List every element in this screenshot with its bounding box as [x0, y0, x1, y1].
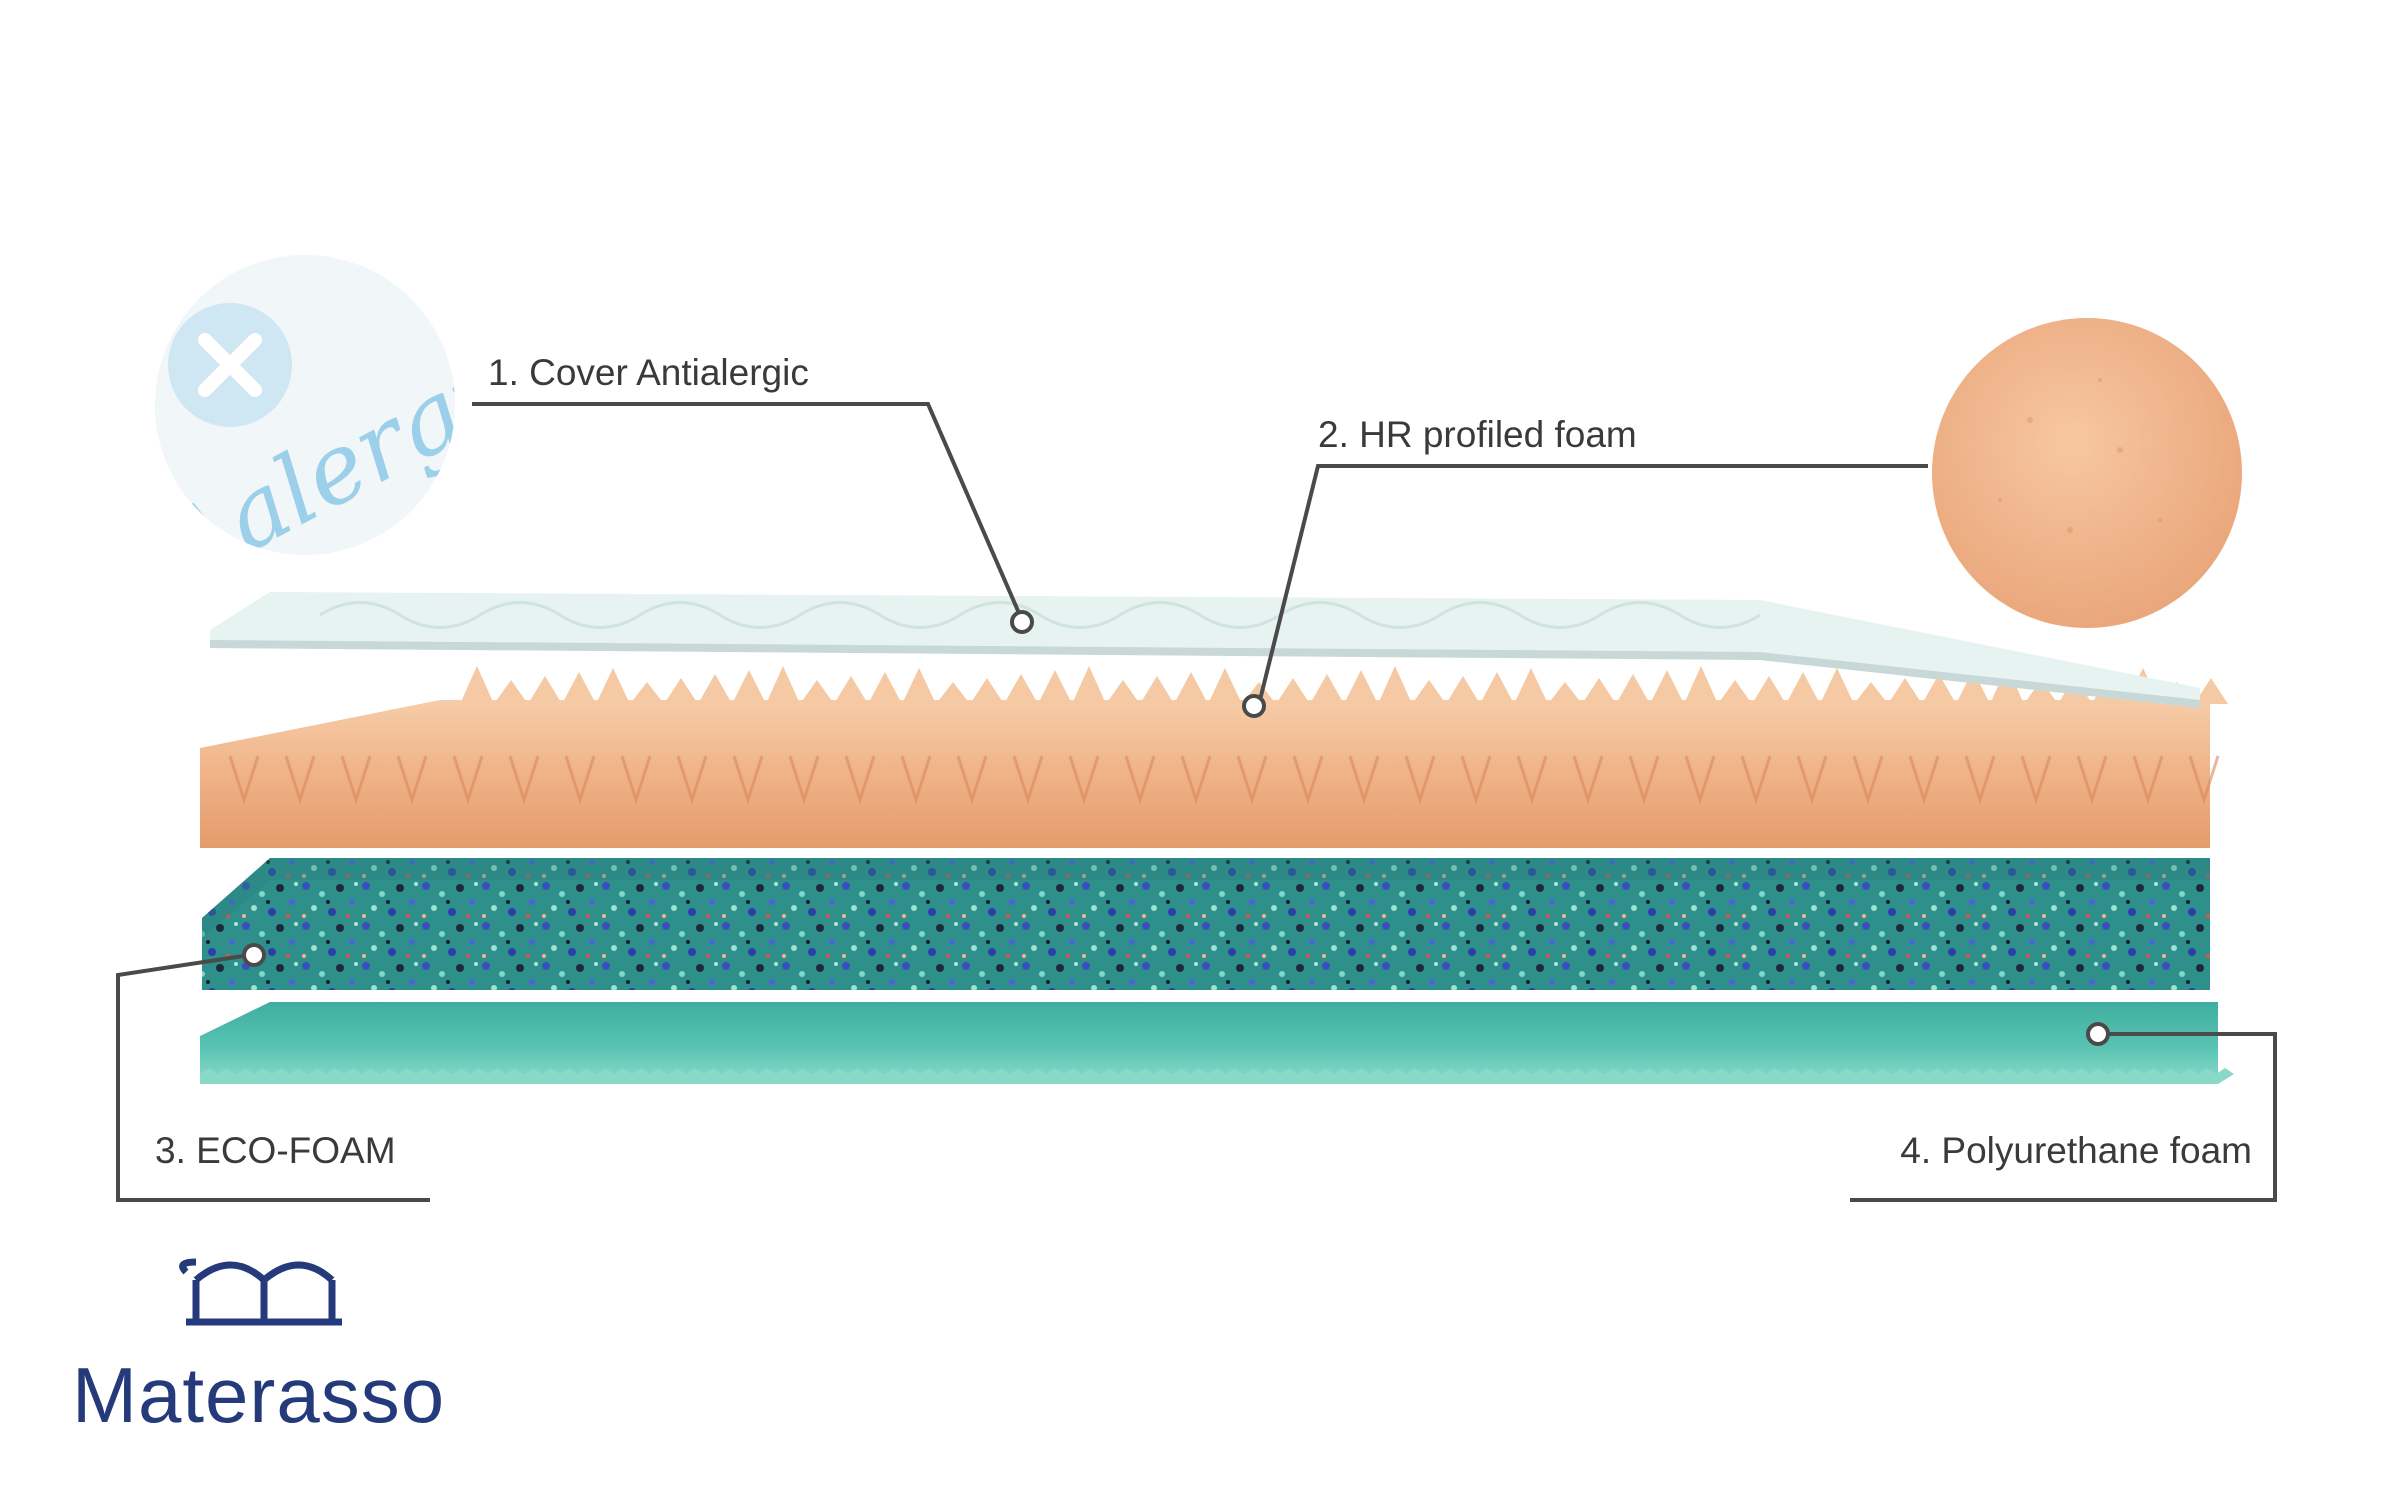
label-polyurethane-foam: 4. Polyurethane foam — [1900, 1130, 2252, 1171]
leader-line-pu — [1850, 1032, 2277, 1202]
leader-line-eco — [116, 953, 430, 1202]
leader-line-cover — [472, 402, 1024, 621]
brand-name: Materasso — [72, 1351, 446, 1439]
endpoint-hr — [1242, 694, 1266, 718]
endpoint-cover — [1010, 610, 1034, 634]
hr-foam-swatch — [1932, 318, 2242, 628]
label-eco-foam: 3. ECO-FOAM — [155, 1130, 396, 1171]
leader-endpoints — [242, 610, 2110, 1046]
cover-fabric-swatch: Aalergic — [155, 255, 455, 555]
endpoint-eco — [242, 943, 266, 967]
eco-foam-layer — [202, 858, 2210, 990]
leader-line-hr — [1258, 464, 1928, 701]
leader-lines — [116, 402, 2277, 1202]
materasso-logo-icon — [179, 1258, 342, 1326]
endpoint-pu — [2086, 1022, 2110, 1046]
label-cover-antialergic: 1. Cover Antialergic — [488, 352, 809, 393]
hr-profiled-foam-layer — [200, 666, 2228, 848]
polyurethane-foam-layer — [200, 1002, 2234, 1084]
label-hr-profiled-foam: 2. HR profiled foam — [1318, 414, 1637, 455]
cover-layer — [210, 592, 2200, 708]
